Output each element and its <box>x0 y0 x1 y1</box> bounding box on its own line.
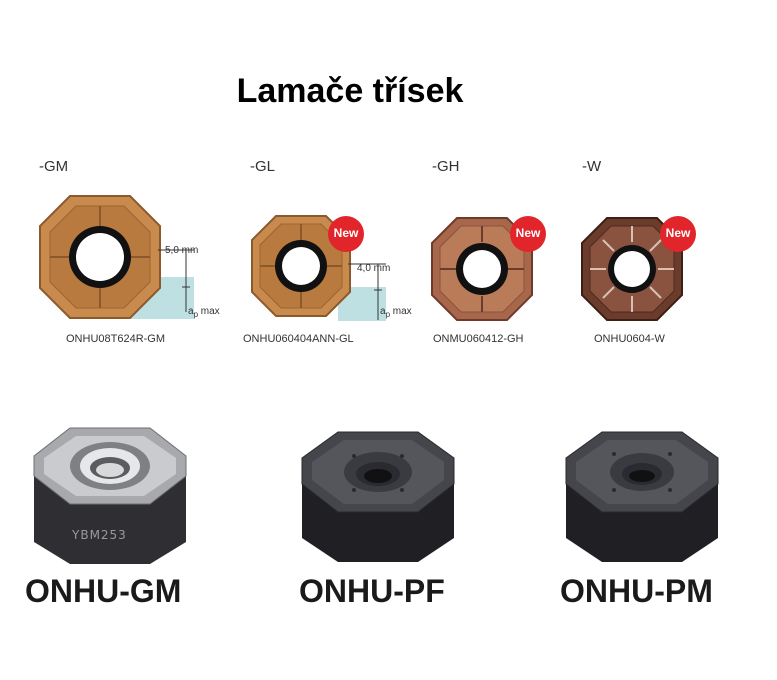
insert-gl-image <box>248 212 418 327</box>
breaker-code-gl: -GL <box>250 158 276 175</box>
gm-depth-label: ap max <box>188 306 220 319</box>
caption-gl: ONHU060404ANN-GL <box>243 333 354 345</box>
gl-depth-sub: p <box>385 310 391 319</box>
gh-new-text: New <box>515 226 541 240</box>
product-pf-image <box>298 428 458 568</box>
insert-gh-image <box>428 214 538 326</box>
page-title: Lamače třísek <box>236 72 464 110</box>
insert-w-image <box>578 214 688 326</box>
caption-w: ONHU0604-W <box>594 333 665 345</box>
breaker-code-gm: -GM <box>39 158 69 175</box>
gm-dimension: 5,0 mm <box>165 245 199 256</box>
breaker-code-gh: -GH <box>432 158 460 175</box>
gl-new-text: New <box>333 226 359 240</box>
product-pm-image <box>562 428 722 568</box>
w-new-badge <box>658 216 698 252</box>
caption-gh: ONMU060412-GH <box>433 333 524 345</box>
product-gm-image <box>30 422 190 567</box>
w-new-text: New <box>665 226 691 240</box>
breaker-code-w: -W <box>582 158 602 175</box>
product-name-gm: ONHU-GM <box>25 573 182 609</box>
gh-new-badge <box>508 216 548 252</box>
gm-depth-max: max <box>198 306 220 317</box>
product-name-pf: ONHU-PF <box>299 573 445 609</box>
gl-dimension: 4,0 mm <box>357 263 391 274</box>
gm-depth-a: a <box>188 306 194 317</box>
insert-gm-image <box>36 192 236 327</box>
gl-depth-max: max <box>390 306 412 317</box>
caption-gm: ONHU08T624R-GM <box>66 333 166 345</box>
gm-depth-sub: p <box>193 310 199 319</box>
product-name-pm: ONHU-PM <box>560 573 713 609</box>
gl-new-badge <box>326 216 366 252</box>
gl-depth-a: a <box>380 306 386 317</box>
gm-engraving: YBM253 <box>72 528 127 542</box>
gl-depth-label: ap max <box>380 306 412 319</box>
